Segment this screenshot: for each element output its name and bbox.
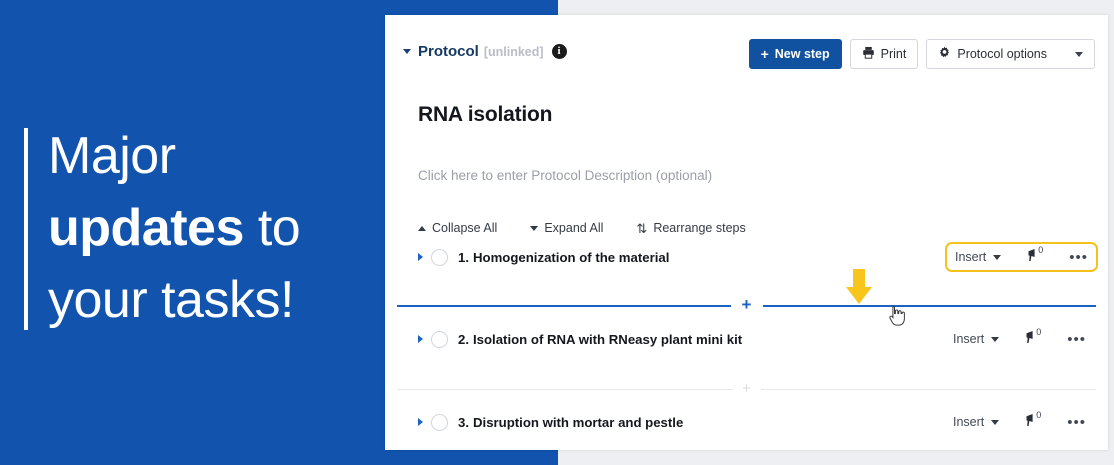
step-2-main: 2. Isolation of RNA with RNeasy plant mi… xyxy=(418,330,743,348)
protocol-description-input[interactable]: Click here to enter Protocol Description… xyxy=(418,168,713,183)
promo-line-2-bold: updates xyxy=(48,199,244,257)
gear-icon xyxy=(938,46,951,62)
chevron-down-icon[interactable] xyxy=(1075,51,1083,57)
promo-line-3: your tasks! xyxy=(48,271,294,329)
chevron-down-icon xyxy=(991,419,1000,425)
collapse-all-button[interactable]: Collapse All xyxy=(418,221,497,235)
rearrange-steps-label: Rearrange steps xyxy=(653,221,746,235)
comment-icon[interactable]: 0 xyxy=(1027,245,1047,266)
chevron-right-icon[interactable] xyxy=(418,253,423,261)
promo-line-2-rest: to xyxy=(243,199,301,257)
header-action-buttons: + New step Print xyxy=(748,39,1095,69)
protocol-section-label: Protocol xyxy=(418,43,479,60)
divider-line-right xyxy=(762,305,1096,307)
protocol-section-header[interactable]: Protocol [unlinked] i xyxy=(403,43,567,60)
step-1-main: 1. Homogenization of the material xyxy=(418,248,670,266)
step-number: 2. xyxy=(458,331,469,347)
print-label: Print xyxy=(880,47,907,61)
insert-step-plus-button[interactable]: + xyxy=(742,380,751,397)
step-title: Homogenization of the material xyxy=(473,249,670,265)
insert-label: Insert xyxy=(952,332,985,346)
step-more-menu[interactable]: ••• xyxy=(1069,248,1088,266)
expand-all-label: Expand All xyxy=(544,221,604,235)
comment-count-badge: 0 xyxy=(1036,327,1042,337)
new-step-label: New step xyxy=(774,47,830,61)
table-row: 3. Disruption with mortar and pestle Ins… xyxy=(385,405,1108,439)
insert-label: Insert xyxy=(954,250,987,264)
rearrange-steps-button[interactable]: ⇅ Rearrange steps xyxy=(636,221,745,235)
expand-all-button[interactable]: Expand All xyxy=(530,221,603,235)
insert-step-plus-button[interactable]: + xyxy=(741,295,752,314)
step-complete-checkbox[interactable] xyxy=(431,330,448,348)
collapse-all-label: Collapse All xyxy=(432,221,498,235)
chevron-down-icon[interactable] xyxy=(403,49,411,54)
divider-line-right xyxy=(760,389,1096,390)
promo-accent-bar xyxy=(24,128,28,330)
table-row: 2. Isolation of RNA with RNeasy plant mi… xyxy=(385,322,1108,356)
info-icon[interactable]: i xyxy=(551,44,567,59)
chevron-down-icon xyxy=(993,254,1002,260)
promo-headline: Major updates to your tasks! xyxy=(48,120,358,336)
promo-line-1: Major xyxy=(48,127,176,185)
comment-icon[interactable]: 0 xyxy=(1025,327,1045,348)
chevron-right-icon[interactable] xyxy=(418,418,423,426)
step-3-actions: Insert 0 ••• xyxy=(943,409,1096,435)
insert-step-divider-idle[interactable]: + xyxy=(385,380,1108,397)
step-title: Disruption with mortar and pestle xyxy=(473,414,684,430)
print-button[interactable]: Print xyxy=(849,39,919,69)
divider-line-left xyxy=(397,305,731,307)
comment-icon[interactable]: 0 xyxy=(1025,410,1045,431)
printer-icon xyxy=(862,46,875,62)
comment-count-badge: 0 xyxy=(1036,410,1042,420)
panel-header: Protocol [unlinked] i + New step xyxy=(385,15,1108,75)
step-complete-checkbox[interactable] xyxy=(431,413,448,431)
insert-step-divider-active[interactable]: + xyxy=(385,295,1108,315)
promo-line-2: updates to xyxy=(48,192,358,264)
up-down-arrows-icon: ⇅ xyxy=(636,220,648,236)
step-2-actions: Insert 0 ••• xyxy=(943,326,1096,352)
step-more-menu[interactable]: ••• xyxy=(1067,330,1086,348)
divider-line-left xyxy=(397,389,733,390)
step-3-main: 3. Disruption with mortar and pestle xyxy=(418,413,684,431)
protocol-link-state: [unlinked] xyxy=(483,44,544,59)
chevron-up-icon xyxy=(418,225,426,231)
comment-count-badge: 0 xyxy=(1038,245,1044,255)
insert-dropdown[interactable]: Insert xyxy=(954,250,1002,264)
step-complete-checkbox[interactable] xyxy=(431,248,448,266)
chevron-down-icon xyxy=(991,336,1000,342)
protocol-options-button[interactable]: Protocol options xyxy=(926,39,1095,69)
insert-dropdown[interactable]: Insert xyxy=(952,415,1000,429)
page-title: RNA isolation xyxy=(418,103,553,126)
chevron-down-icon xyxy=(530,225,539,231)
insert-label: Insert xyxy=(952,415,985,429)
plus-icon: + xyxy=(760,46,769,62)
step-more-menu[interactable]: ••• xyxy=(1067,413,1086,431)
protocol-app-panel: Protocol [unlinked] i + New step xyxy=(385,15,1108,450)
step-title: Isolation of RNA with RNeasy plant mini … xyxy=(473,331,743,347)
steps-toolbar: Collapse All Expand All ⇅ Rearrange step… xyxy=(418,221,746,235)
chevron-right-icon[interactable] xyxy=(418,335,423,343)
new-step-button[interactable]: + New step xyxy=(748,39,842,69)
step-number: 3. xyxy=(458,414,469,430)
insert-dropdown[interactable]: Insert xyxy=(952,332,1000,346)
protocol-options-label: Protocol options xyxy=(957,47,1047,61)
step-1-actions: Insert 0 ••• xyxy=(944,242,1098,272)
table-row: 1. Homogenization of the material Insert… xyxy=(385,240,1108,274)
step-number: 1. xyxy=(458,249,469,265)
